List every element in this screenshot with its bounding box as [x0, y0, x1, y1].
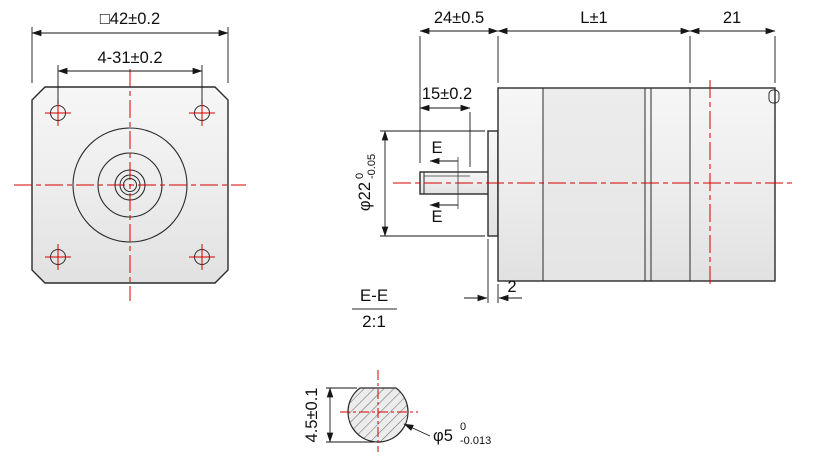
dim-text-15: 15±0.2	[422, 85, 472, 103]
pilot-dia-tol-lower: -0.05	[366, 154, 378, 179]
front-view: □42±0.2 4-31±0.2	[14, 10, 246, 301]
side-view: 24±0.5 L±1 21 15±0.2 E E φ22 0 -0.05 2	[354, 9, 795, 303]
section-scale: 2:1	[362, 312, 386, 331]
dim-text-L: L±1	[580, 9, 607, 27]
section-view: 4.5±0.1 φ5 0 -0.013	[303, 370, 491, 452]
section-title-block: E-E 2:1	[352, 286, 397, 331]
dim-text-phi22: φ22 0 -0.05	[354, 154, 378, 211]
pilot-dia-tol-upper: 0	[354, 173, 366, 179]
shaft-dia-tol-lower: -0.013	[460, 435, 491, 447]
dim-text-holes: 4-31±0.2	[97, 49, 162, 67]
dim-text-21: 21	[723, 9, 741, 27]
section-label-top: E	[431, 139, 442, 157]
rear-cover-tab	[768, 89, 780, 104]
dim-text-flat-height: 4.5±0.1	[303, 388, 321, 443]
pilot-dia-value: φ22	[356, 182, 374, 211]
dim-text-boss-depth: 2	[507, 278, 516, 296]
shaft-dia-tol-upper: 0	[460, 421, 466, 433]
leader-arrow-phi5	[403, 423, 431, 437]
flat-height-value: 4.5±0.1	[303, 388, 321, 443]
dim-text-square42: □42±0.2	[100, 10, 160, 28]
hole-centerlines	[45, 100, 215, 270]
shaft-dia-value: φ5	[433, 427, 453, 445]
section-label-bottom: E	[431, 208, 442, 226]
lamination-stack	[543, 89, 645, 280]
dim-text-24: 24±0.5	[434, 9, 484, 27]
section-title: E-E	[360, 286, 388, 305]
